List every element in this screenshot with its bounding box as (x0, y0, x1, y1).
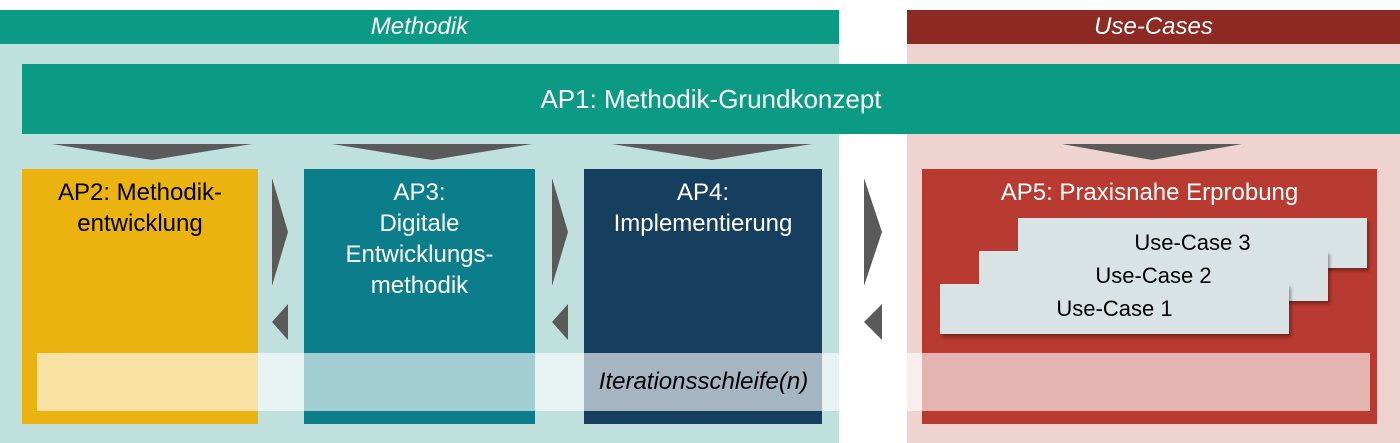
ap3-line-2: Digitale (379, 210, 460, 237)
iteration-loop-bar: Iterationsschleife(n) (37, 353, 1370, 411)
ap5-title: AP5: Praxisnahe Erprobung (1000, 179, 1299, 206)
use-cases-header: Use-Cases (907, 10, 1400, 44)
ap3-line-4: methodik (370, 272, 469, 299)
use-case-3-label: Use-Case 3 (1134, 230, 1251, 255)
forward-arrow-1 (272, 178, 288, 286)
down-arrow-ap3 (332, 144, 532, 160)
ap2-line-2: entwicklung (77, 210, 203, 237)
methodik-header-label: Methodik (370, 13, 469, 40)
back-arrow-1 (272, 304, 288, 340)
ap1-label: AP1: Methodik-Grundkonzept (540, 83, 882, 114)
iteration-label: Iterationsschleife(n) (598, 368, 809, 395)
use-cases-header-label: Use-Cases (1094, 13, 1213, 40)
forward-arrow-2 (552, 178, 568, 286)
down-arrow-ap2 (52, 144, 252, 160)
ap3-line-3: Entwicklungs- (345, 241, 494, 268)
use-case-1-label: Use-Case 1 (1056, 296, 1173, 321)
methodik-header: Methodik (0, 10, 839, 44)
ap3-line-1: AP3: (393, 179, 446, 206)
use-case-2-label: Use-Case 2 (1095, 263, 1212, 288)
back-arrow-2 (552, 304, 568, 340)
down-arrow-ap4 (612, 144, 812, 160)
ap2-line-1: AP2: Methodik- (57, 179, 223, 206)
ap4-line-1: AP4: (676, 179, 730, 206)
use-case-card-1: Use-Case 1 (940, 284, 1289, 334)
down-arrow-ap5 (1062, 144, 1242, 160)
back-arrow-3 (864, 304, 882, 340)
ap4-line-2: Implementierung (613, 210, 793, 237)
forward-arrow-3 (864, 178, 882, 286)
ap1-bar: AP1: Methodik-Grundkonzept (22, 64, 1400, 134)
